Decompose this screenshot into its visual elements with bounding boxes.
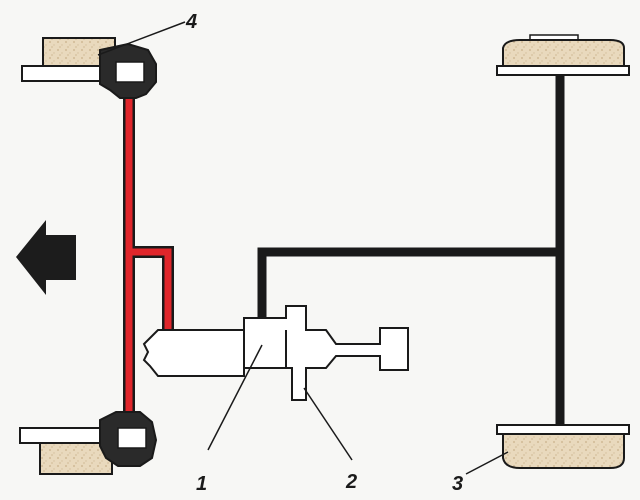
master-cylinder [142,305,409,401]
leader-line-4 [97,21,186,56]
leader-lines [97,21,509,475]
leader-line-2 [303,387,353,461]
callout-3: 3 [452,473,463,495]
rear-drum-brake-top [496,34,630,76]
leader-line-1 [207,344,263,451]
rear-drum-brake-bottom [496,424,630,469]
leader-line-3 [465,451,509,475]
direction-arrow-icon [16,220,76,295]
front-brake-line-fill [125,96,172,420]
front-disc-brake-top [21,37,157,99]
callout-2: 2 [345,471,357,493]
front-disc-brake-bottom [19,411,158,475]
callout-1: 1 [196,473,207,495]
callout-4: 4 [185,11,197,33]
rear-brake-line [257,68,565,432]
